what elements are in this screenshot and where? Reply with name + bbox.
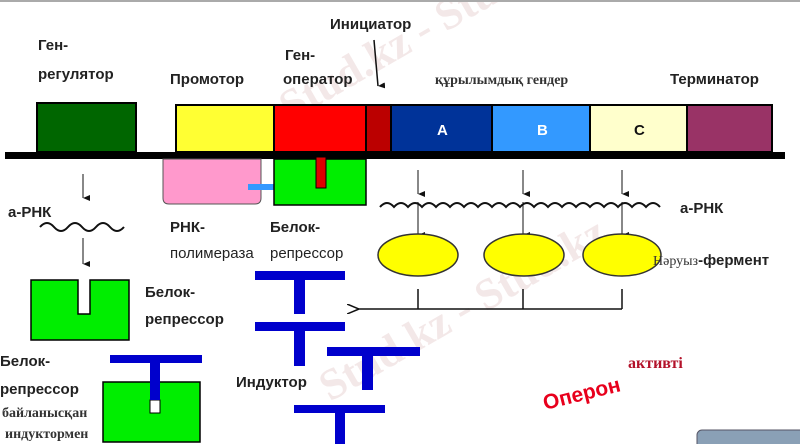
gen-operator-label: Ген- <box>285 47 315 64</box>
rna-polymerase-label: РНК- <box>170 219 205 236</box>
navigation-button[interactable] <box>696 429 800 444</box>
polymerase-connector <box>248 184 274 190</box>
repressor-slot <box>149 399 161 414</box>
gene-b-label: B <box>537 122 548 139</box>
active-label: активті <box>628 355 683 372</box>
repressor-top-label: Белок- <box>270 219 320 236</box>
gen-operator-label-2: оператор <box>283 71 353 88</box>
gene-c-label: C <box>634 122 645 139</box>
inductor-molecule <box>255 322 345 366</box>
dna-strand <box>5 152 785 159</box>
repressor-protein-shape <box>30 279 130 341</box>
inductor-label: Индуктор <box>236 374 307 391</box>
rna-polymerase-label-2: полимераза <box>170 245 254 262</box>
terminator-block <box>686 104 773 153</box>
gene-a-block <box>390 104 493 153</box>
bound-label: байланысқан <box>2 406 87 421</box>
initiator-label: Инициатор <box>330 16 411 33</box>
repressor-bottom-label: Белок- <box>0 353 50 370</box>
enzyme-ellipse <box>483 233 565 277</box>
repressor-mid-label-2: репрессор <box>145 311 224 328</box>
repressor-mid-label: Белок- <box>145 284 195 301</box>
inductor-molecule <box>294 405 385 444</box>
operator-block <box>273 104 367 153</box>
inductor-stem <box>150 363 160 400</box>
enzyme-ellipse <box>377 233 459 277</box>
inductor-molecule <box>255 271 345 314</box>
inductor-bar <box>110 355 202 363</box>
repressor-top-label-2: репрессор <box>270 245 343 262</box>
mrna-left-wave <box>39 222 125 232</box>
protein-enzyme-label: Нәруыз-фермент <box>653 252 769 269</box>
repressor-bottom-label-2: репрессор <box>0 381 79 398</box>
promoter-label: Промотор <box>170 71 244 88</box>
initiator-arrow <box>373 39 386 89</box>
gene-a-label: A <box>437 122 448 139</box>
operator-tooth <box>315 156 327 189</box>
feedback-bracket <box>358 289 623 309</box>
operon-label: Оперон <box>541 373 623 414</box>
mrna-right-label: а-РНК <box>680 200 724 217</box>
initiator-block <box>365 104 392 153</box>
promoter-block <box>175 104 275 153</box>
inductor-molecule <box>327 347 420 390</box>
enzyme-ellipse <box>582 233 662 277</box>
terminator-label: Терминатор <box>670 71 759 88</box>
gen-regulator-label-2: регулятор <box>38 66 114 83</box>
structural-genes-label: құрылымдық гендер <box>435 73 568 88</box>
rna-polymerase-shape <box>162 158 262 205</box>
mrna-left-label: а-РНК <box>8 204 52 221</box>
gen-regulator-label: Ген- <box>38 37 68 54</box>
gene-regulator-block <box>36 102 137 153</box>
mrna-right-wave <box>379 202 661 209</box>
bound-label-2: индуктормен <box>5 427 88 442</box>
